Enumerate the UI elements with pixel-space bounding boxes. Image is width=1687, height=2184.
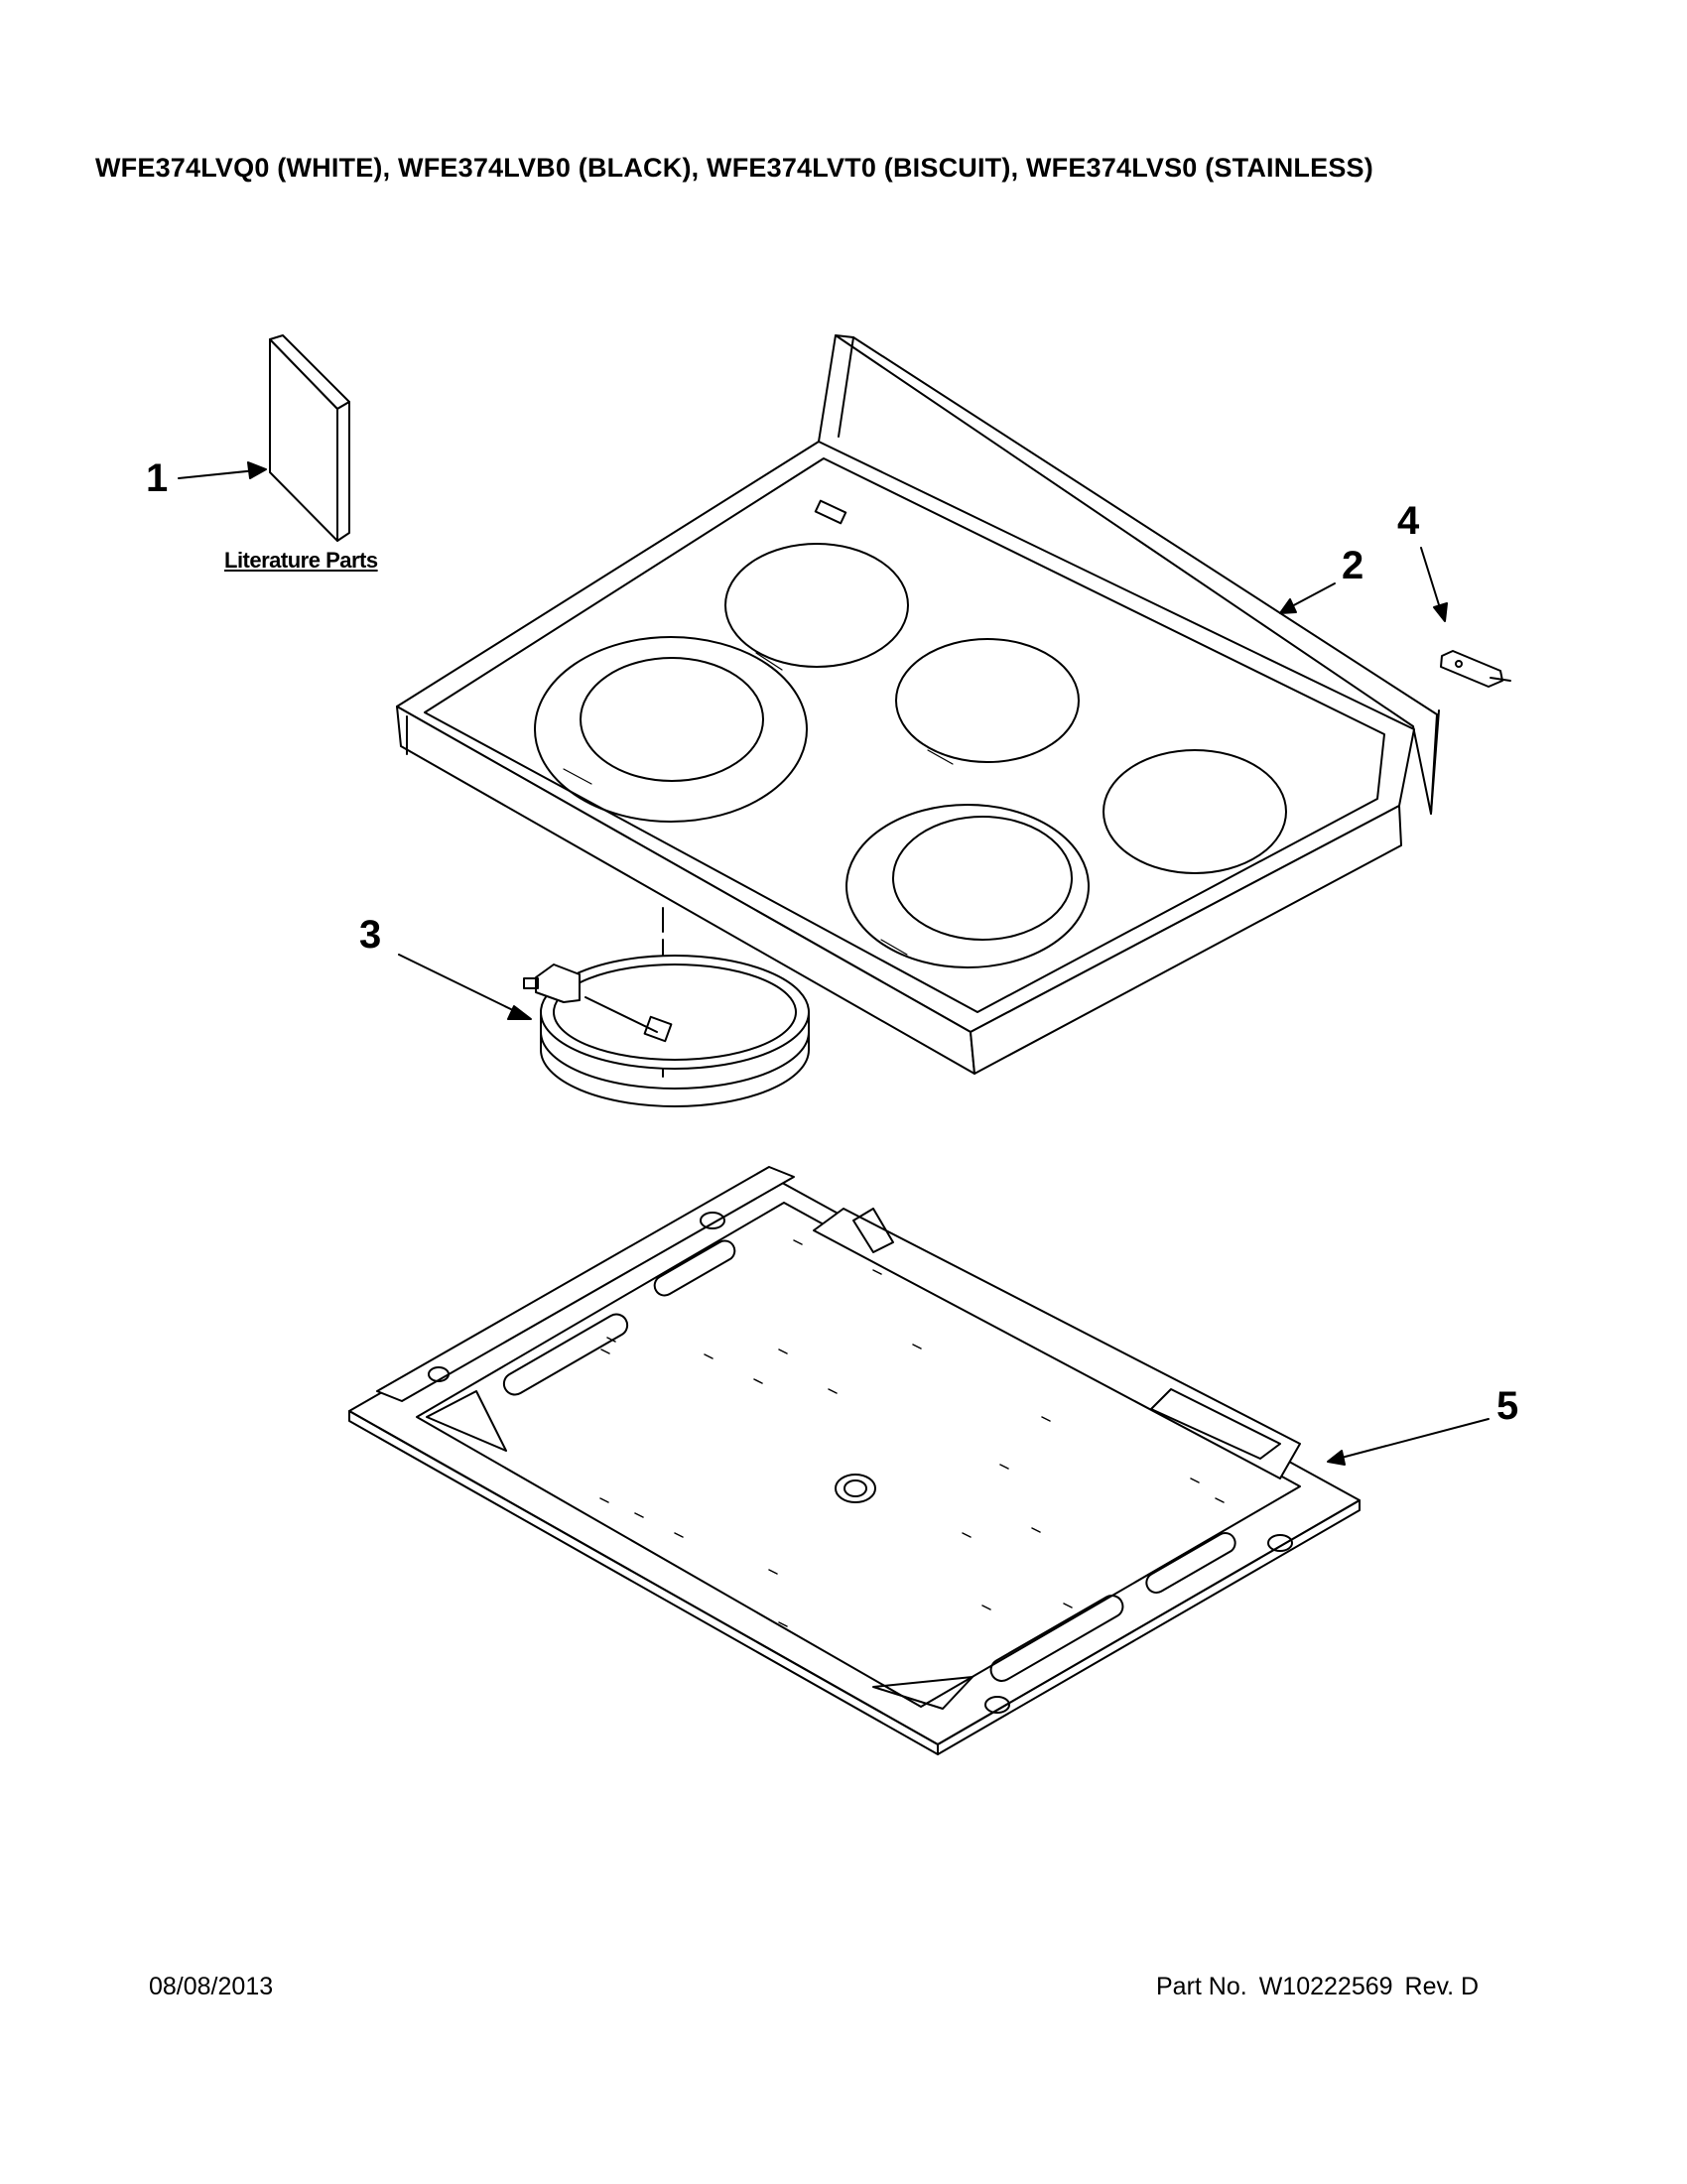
part-number: W10222569 [1258, 1973, 1393, 2000]
footer-date: 08/08/2013 [149, 1973, 274, 2000]
callout-1: 1 [146, 456, 169, 500]
literature-booklet [269, 334, 350, 542]
diagram-title: WFE374LVQ0 (WHITE), WFE374LVB0 (BLACK), … [95, 153, 1373, 183]
literature-parts-label: Literature Parts [224, 548, 378, 573]
switch-component [1440, 650, 1511, 688]
cooktop-main-top [396, 334, 1440, 1075]
surface-element [523, 907, 810, 1107]
part-label: Part No. [1156, 1973, 1247, 2000]
footer-part-number: Part No. W10222569 Rev. D [1156, 1973, 1491, 2001]
burner-box-pan [348, 1166, 1361, 1755]
callout-3: 3 [359, 913, 382, 957]
callout-5: 5 [1496, 1384, 1519, 1428]
leader-lines [178, 461, 1490, 1466]
revision: Rev. D [1404, 1973, 1480, 2000]
callout-4: 4 [1397, 499, 1420, 543]
callout-2: 2 [1342, 544, 1364, 587]
